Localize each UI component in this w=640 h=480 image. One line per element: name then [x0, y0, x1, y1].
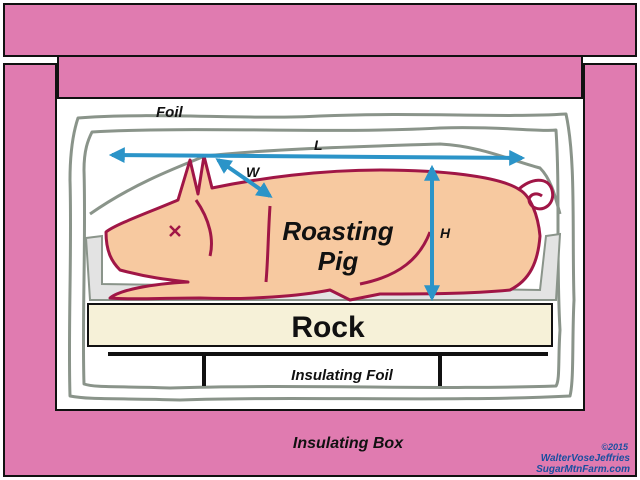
pig-tail	[516, 178, 555, 211]
box-lid	[3, 3, 637, 57]
pig-front-leg	[264, 205, 272, 283]
width-arrow	[215, 158, 273, 198]
length-arrow	[108, 147, 526, 166]
width-label: W	[246, 164, 261, 180]
credit-site: SugarMtnFarm.com	[536, 464, 630, 475]
insulating-box-label: Insulating Box	[293, 435, 404, 452]
rock-label: Rock	[291, 311, 365, 344]
length-label: L	[314, 137, 323, 153]
credit-author: WalterVoseJeffries	[541, 453, 631, 464]
insulating-foil-label: Insulating Foil	[291, 367, 393, 384]
foil-inner-line	[81, 126, 562, 390]
foil-outer-line	[67, 112, 576, 402]
pig-label-line1: Roasting	[282, 216, 393, 246]
rock-slab	[87, 303, 553, 347]
foil-top-crinkle	[89, 142, 562, 216]
credit-year: ©2015	[601, 442, 629, 452]
pig-eye	[169, 225, 181, 237]
pig-ear-line	[194, 199, 213, 257]
pig-label-line2: Pig	[318, 246, 359, 276]
foil-label: Foil	[156, 104, 183, 121]
height-label: H	[440, 225, 451, 241]
lid-plug	[57, 55, 583, 99]
